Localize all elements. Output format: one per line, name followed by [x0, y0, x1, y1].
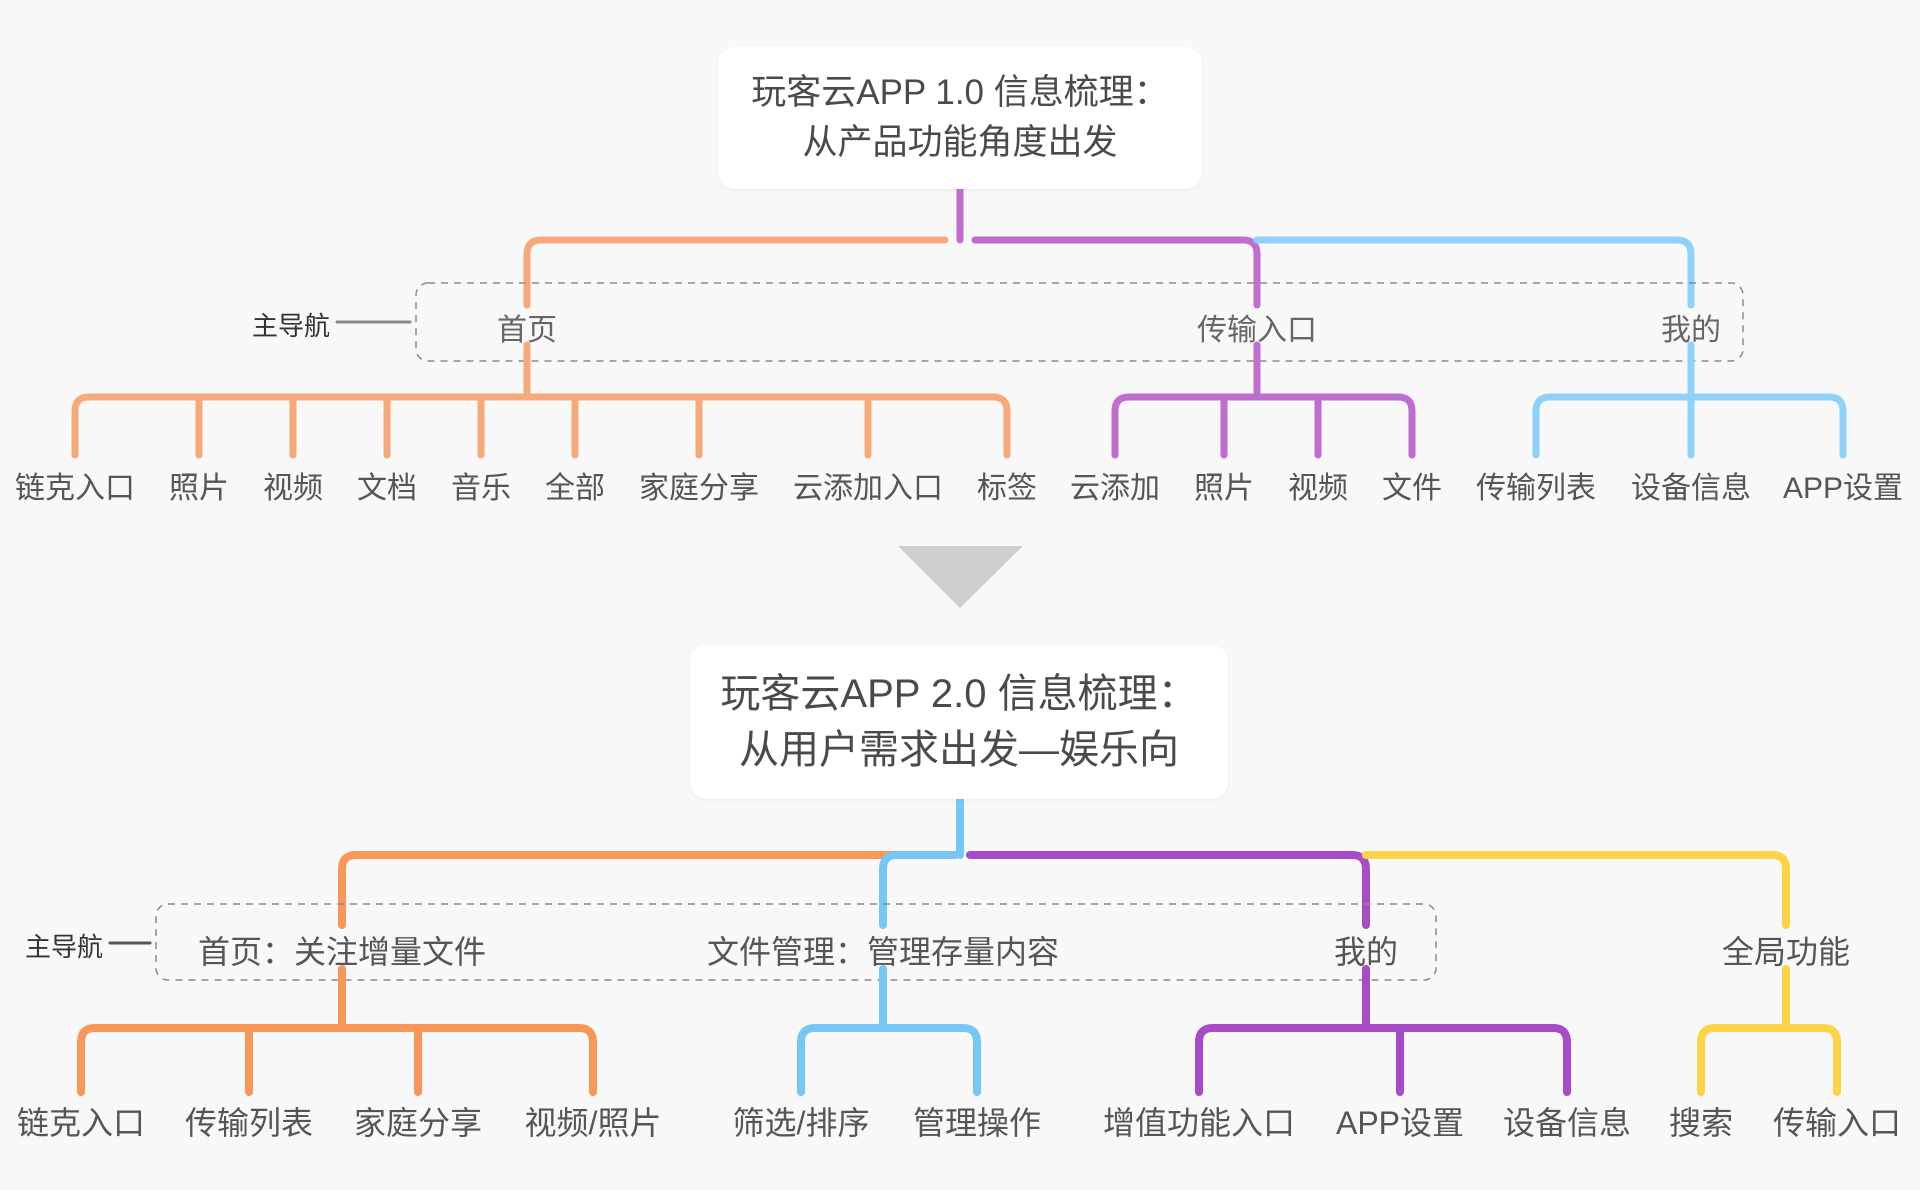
d1-transfer-child-connector — [1253, 393, 1416, 459]
d1-mine-child-connector — [1687, 393, 1847, 459]
d1-nav-transfer: 传输入口 — [1197, 314, 1317, 347]
d1-leaf: 文档 — [357, 472, 417, 505]
d2-global-child-connector — [1782, 1024, 1841, 1096]
d1-leaf: 云添加 — [1070, 472, 1160, 505]
diagram1-title-line1: 玩客云APP 1.0 信息梳理： — [751, 73, 1169, 112]
d2-leaf: 管理操作 — [912, 1105, 1042, 1141]
d1-nav-home: 首页 — [497, 314, 557, 347]
diagram2-title-box: 玩客云APP 2.0 信息梳理： 从用户需求出发—娱乐向 — [690, 645, 1228, 799]
d2-files-child-connector — [879, 1024, 981, 1096]
d1-home-child-connector — [71, 393, 531, 459]
d1-leaf: 全部 — [545, 472, 605, 505]
d2-branch-home-connector — [338, 851, 954, 929]
d2-files-child-connector — [797, 1024, 887, 1096]
d1-leaf: 家庭分享 — [639, 472, 759, 505]
d2-nav-home: 首页：关注增量文件 — [197, 934, 487, 970]
diagram1-nav-label: 主导航 — [252, 311, 331, 341]
d2-leaf: 链克入口 — [16, 1105, 146, 1141]
d2-leaf: 搜索 — [1668, 1105, 1734, 1141]
d2-nav-mine: 我的 — [1333, 934, 1399, 970]
down-arrow-icon — [898, 546, 1023, 608]
d2-leaf: APP设置 — [1335, 1105, 1465, 1141]
d1-nav-frame — [415, 282, 1744, 362]
diagram1-title-line2: 从产品功能角度出发 — [802, 123, 1118, 162]
diagram2-nav-label: 主导航 — [25, 932, 104, 962]
diagram2-title-line2: 从用户需求出发—娱乐向 — [739, 728, 1179, 772]
d1-leaf: 标签 — [977, 472, 1037, 505]
d1-leaf: 音乐 — [451, 472, 511, 505]
diagram1-title-box: 玩客云APP 1.0 信息梳理： 从产品功能角度出发 — [718, 47, 1202, 189]
d1-leaf: 云添加入口 — [793, 472, 943, 505]
d1-home-child-connector — [523, 393, 1011, 459]
d2-leaf: 传输入口 — [1772, 1105, 1902, 1141]
d1-branch-transfer-connector — [971, 236, 1261, 309]
d1-leaf: 照片 — [169, 472, 229, 505]
d1-transfer-child-connector — [1111, 393, 1261, 459]
d2-nav-file-manage: 文件管理：管理存量内容 — [706, 934, 1060, 970]
d1-branch-home-connector — [523, 236, 949, 309]
d1-leaf: 文件 — [1382, 472, 1442, 505]
d2-home-child-connector — [77, 1024, 346, 1096]
d2-leaf: 视频/照片 — [524, 1105, 662, 1141]
d2-branch-files-connector — [879, 851, 959, 929]
d2-mine-child-connector — [1195, 1024, 1370, 1096]
d2-leaf: 设备信息 — [1502, 1105, 1632, 1141]
d2-home-child-connector — [338, 1024, 597, 1096]
d2-nav-frame — [155, 903, 1437, 981]
d1-leaf: 链克入口 — [15, 472, 135, 505]
d2-leaf: 筛选/排序 — [732, 1105, 870, 1141]
d1-leaf: 照片 — [1194, 472, 1254, 505]
d2-leaf: 传输列表 — [184, 1105, 314, 1141]
d1-branch-mine-connector — [1253, 236, 1695, 309]
d2-leaf: 家庭分享 — [353, 1105, 483, 1141]
d1-nav-mine: 我的 — [1661, 314, 1721, 347]
d1-leaf: 视频 — [1288, 472, 1348, 505]
d1-leaf: 传输列表 — [1476, 472, 1596, 505]
d1-leaf: 视频 — [263, 472, 323, 505]
d1-leaf: APP设置 — [1782, 472, 1904, 505]
d2-leaf: 增值功能入口 — [1102, 1105, 1296, 1141]
d2-global-child-connector — [1697, 1024, 1790, 1096]
d2-branch-global-connector — [1362, 851, 1790, 929]
d2-nav-global: 全局功能 — [1721, 934, 1851, 970]
d2-branch-mine-connector — [966, 851, 1370, 929]
diagram2-title-line1: 玩客云APP 2.0 信息梳理： — [720, 672, 1198, 716]
d1-leaf: 设备信息 — [1631, 472, 1751, 505]
d2-mine-child-connector — [1362, 1024, 1571, 1096]
d1-mine-child-connector — [1532, 393, 1695, 459]
